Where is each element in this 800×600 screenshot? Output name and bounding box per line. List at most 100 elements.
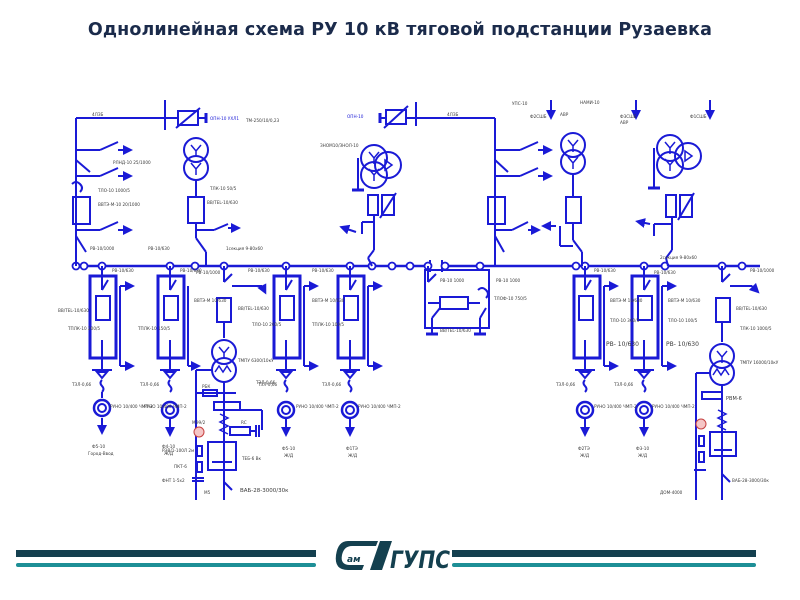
samgups-logo: ам ГУПС xyxy=(335,541,450,574)
label-fider-3: Ф1СШБ xyxy=(690,114,707,119)
schematic-path xyxy=(368,151,380,164)
schematic-line xyxy=(195,237,207,253)
footer-bar-left xyxy=(16,550,316,557)
schematic-path xyxy=(636,371,652,380)
schematic-path xyxy=(664,158,676,171)
schematic-line xyxy=(223,273,233,283)
label-rfeeder-2-breaker: ВВТЭ-М 10/630 xyxy=(668,298,701,303)
label-rfeeder-1-breaker: ВВТЭ-М 10/630 xyxy=(610,298,643,303)
schematic-rect xyxy=(701,391,723,400)
schematic-circle xyxy=(193,426,205,438)
label-feeder-2-dest: Ж/Д xyxy=(164,451,174,456)
schematic-line xyxy=(339,224,357,235)
schematic-line xyxy=(257,283,267,295)
label-feeder-2-reactor: РУНО 10/400 ЧМП-2 xyxy=(144,404,187,409)
schematic-line xyxy=(427,273,437,283)
label-feeder-2-cable: ТЗЛ-0,66 xyxy=(139,382,160,387)
schematic-rect xyxy=(95,295,111,321)
label-rect-left-res2: ПКТ-6 xyxy=(174,464,187,469)
schematic-path xyxy=(567,156,579,169)
label-rrect-rvm: РВМ-6 xyxy=(726,396,742,402)
label-ct-top: ТЛО-10 1000/5 xyxy=(97,188,130,193)
label-feeder-5-name: Ф1ТЭ xyxy=(346,446,358,451)
footer-bar-left-teal xyxy=(16,563,316,567)
schematic-path xyxy=(190,144,202,157)
label-disconnector-top: РЛНД-10 25/1000 xyxy=(113,160,151,165)
schematic-rect xyxy=(709,431,737,457)
rectifier-unit-right xyxy=(694,266,760,500)
schematic-rect xyxy=(572,274,602,360)
feeder-cell-right-2 xyxy=(630,266,677,437)
schematic-rect xyxy=(279,295,295,321)
schematic-circle xyxy=(340,400,360,420)
schematic-circle xyxy=(695,418,707,430)
schematic-line xyxy=(519,141,539,151)
label-rrect-ct: ТЛК-10 1000/5 xyxy=(739,326,772,331)
label-feeder-1-ct: ТПЛК-10 200/5 xyxy=(67,326,100,331)
feeder-cell-1 xyxy=(88,266,135,435)
label-misc-top: НАМИ-10 xyxy=(580,100,600,105)
label-feeder-1-name: Ф5-10 xyxy=(92,444,105,449)
logo-big-text: ГУПС xyxy=(390,546,450,574)
schematic-rect xyxy=(637,295,653,321)
schematic-line xyxy=(101,279,109,291)
label-rfeeder-1-ct: ТЛО-10 300/5 xyxy=(609,318,640,323)
label-bus-4: РВ-10/630 xyxy=(248,268,270,273)
schematic-rect xyxy=(424,269,490,329)
schematic-path xyxy=(283,379,289,393)
label-rrect-ds: ДОМ-4000 xyxy=(660,490,683,495)
label-feeder-1-dest: Город-Ввод xyxy=(88,451,114,456)
schematic-line xyxy=(99,167,119,177)
schematic-path xyxy=(99,379,105,393)
schematic-path xyxy=(347,379,353,393)
schematic-circle xyxy=(281,405,291,415)
schematic-line xyxy=(748,282,760,294)
label-feeder-2-breaker: ВВТЭ-М 10/630 xyxy=(194,298,227,303)
tsn-transformer-right-a xyxy=(656,134,684,162)
schematic-line xyxy=(572,239,583,253)
schematic-circle xyxy=(571,261,581,271)
schematic-path xyxy=(368,168,380,181)
schematic-line xyxy=(367,257,373,267)
label-transformer-left: ТМ-250/10/0,23 xyxy=(245,118,279,123)
transformer-left-top xyxy=(183,137,209,163)
breaker-tn-left xyxy=(187,196,205,224)
label-tsn-mid: ЗНОМ10/ЗНОЛ-10 xyxy=(320,143,359,148)
schematic-path xyxy=(712,367,730,377)
label-rrect-breaker: ВВ/TEL-10/630 xyxy=(736,306,767,311)
label-bus-2: РВ-10/630 xyxy=(180,268,202,273)
schematic-path xyxy=(716,409,728,431)
schematic-circle xyxy=(737,261,747,271)
sectional-breaker-cell xyxy=(424,266,490,336)
schematic-path xyxy=(684,149,694,163)
schematic-rect xyxy=(715,297,731,323)
label-rect-left-transformer: ТМПУ 6300/10кУ xyxy=(237,358,274,363)
footer-bar-right-full xyxy=(452,550,756,557)
breaker-tn-right xyxy=(565,196,582,224)
label-rfeeder-1-cable: ТЗЛ-0,66 xyxy=(555,382,576,387)
label-rfeeder-2-name: Ф3-10 xyxy=(636,446,649,451)
label-feeder-1-cable: ТЗЛ-0,66 xyxy=(71,382,92,387)
feeder-cell-right-1 xyxy=(572,266,619,437)
schematic-rect xyxy=(665,194,677,218)
schematic-path xyxy=(218,413,230,435)
label-rrect-rectifier: ВАБ-28-3000/30к xyxy=(732,478,769,483)
label-rfeeder-1-reactor: РУНО 10/400 ЧМП-2 xyxy=(594,404,637,409)
schematic-line xyxy=(99,221,119,231)
schematic-circle xyxy=(387,261,397,271)
label-feed-mid: 4ЛЗБ xyxy=(447,112,458,117)
schematic-line xyxy=(721,473,731,483)
label-tn-breaker: ВВ/TEL-10/630 xyxy=(207,200,238,205)
schematic-path xyxy=(370,541,392,570)
schematic-circle xyxy=(165,405,175,415)
footer-bar-right-teal xyxy=(452,563,756,567)
schematic-line xyxy=(665,257,669,267)
schematic-line xyxy=(635,218,651,228)
transformer-right-top xyxy=(560,132,586,158)
label-rfeeder-2-cable: ТЗЛ-0,66 xyxy=(613,382,634,387)
label-feeder-2-ct: ТПЛК-10 150/5 xyxy=(137,326,170,331)
label-rfeeder-1-disc: РВ- 10/630 xyxy=(606,341,639,348)
label-rfeeder-2-dest: Ж/Д xyxy=(638,453,648,458)
label-rect-left-meter: М5 xyxy=(204,490,211,495)
label-rfeeder-1-name: Ф2ТЭ xyxy=(578,446,590,451)
